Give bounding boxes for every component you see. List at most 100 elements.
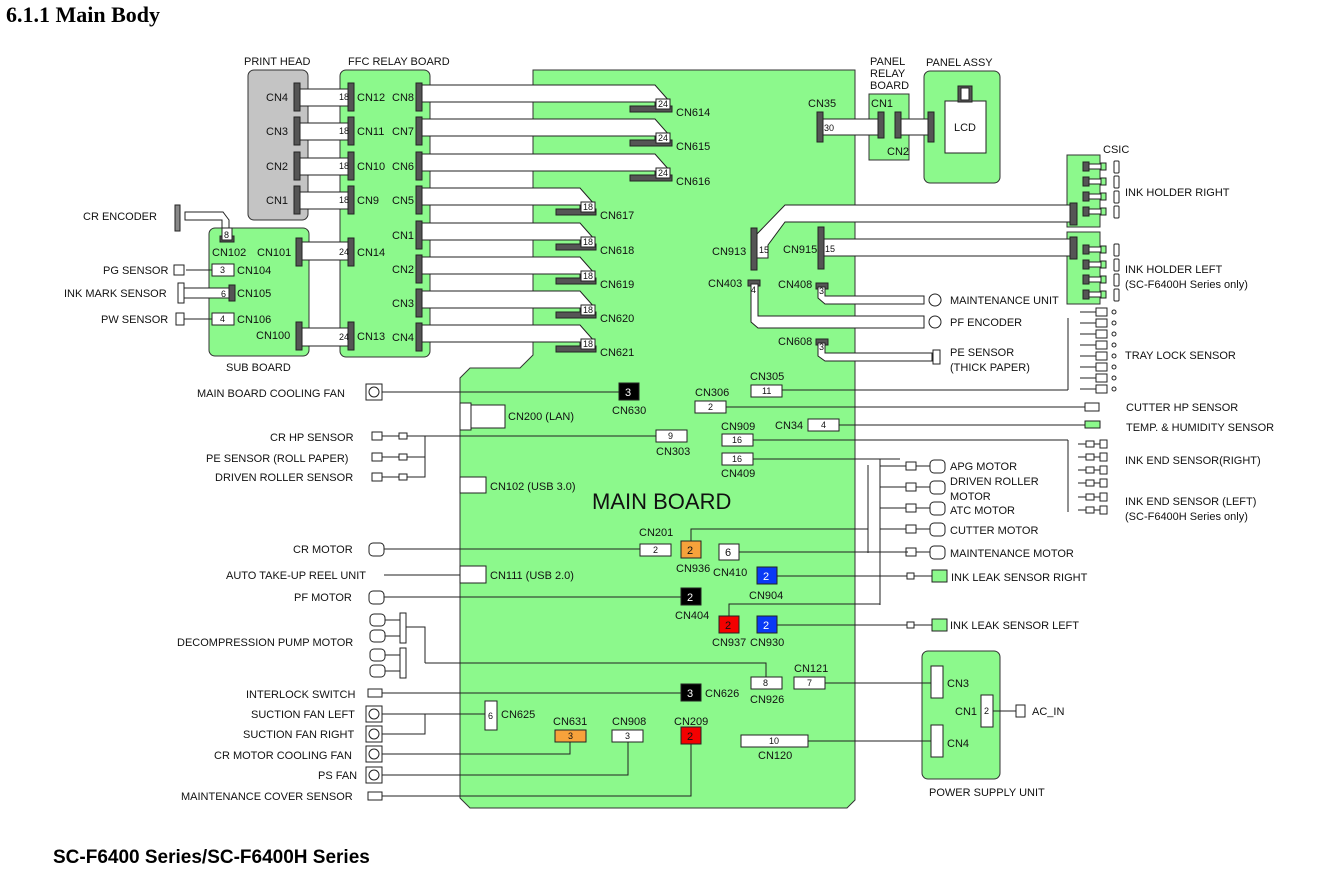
main-top-pins-box <box>655 132 671 144</box>
connector-panel-assy <box>927 111 935 143</box>
connector-print-head-cn2 <box>293 151 301 181</box>
print-head-connector-label: CN4 <box>266 92 288 104</box>
connector-cn105 <box>228 284 236 302</box>
panel-relay-label-1: PANEL <box>870 56 905 68</box>
ink-cartridge-icon <box>1113 205 1120 219</box>
cn625-label: CN625 <box>501 709 535 721</box>
pf-encoder-label: PF ENCODER <box>950 317 1022 329</box>
main-top-connector-pins: 18 <box>583 339 593 349</box>
driven-roller-motor-label-1: DRIVEN ROLLER <box>950 476 1039 488</box>
cn121-pins: 7 <box>807 678 812 688</box>
ink-cartridge-icon <box>1113 258 1120 272</box>
cn209-label: CN209 <box>674 716 708 728</box>
cn936-label: CN936 <box>676 563 710 575</box>
pw-sensor-label: PW SENSOR <box>101 314 168 326</box>
cn104-pins: 3 <box>220 265 225 275</box>
cable-ffc-cn1 <box>419 222 596 244</box>
cn102-usb3-port <box>459 476 487 494</box>
cn608-pins: 3 <box>819 342 824 352</box>
csic-cable <box>1088 163 1102 170</box>
cn909-label: CN909 <box>721 421 755 433</box>
connector-ffc-right-cn7 <box>415 116 423 146</box>
cn201-label: CN201 <box>639 527 673 539</box>
ink-mark-sensor-icon <box>177 282 185 304</box>
suction-fan-right-label: SUCTION FAN RIGHT <box>243 729 355 741</box>
cn913-pins: 15 <box>759 245 769 255</box>
cable-ffc-cn4 <box>419 324 596 346</box>
motor-icons <box>880 459 946 560</box>
ffc-connector-pins: 18 <box>339 126 349 136</box>
cn626-pins: 3 <box>687 688 693 700</box>
pe-sensor-thick-icon <box>932 349 941 365</box>
ffc-right-connector-label: CN1 <box>392 230 414 242</box>
ink-end-sensor-icon <box>1099 505 1108 515</box>
cn926-label: CN926 <box>750 694 784 706</box>
model-footer: SC-F6400 Series/SC-F6400H Series <box>53 847 370 868</box>
tray-lock-connector <box>1095 318 1108 328</box>
connector-print-head-cn3 <box>293 116 301 146</box>
cn201-box <box>639 543 672 557</box>
ink-holder-contact <box>1100 245 1107 254</box>
main-top-pins-box <box>580 201 596 213</box>
connector-cn913 <box>750 227 758 271</box>
cn937-label: CN937 <box>712 637 746 649</box>
connector-cn614 <box>629 105 673 113</box>
cn303-pins: 9 <box>668 431 673 441</box>
ink-holder-contact <box>1100 192 1107 201</box>
maintenance-unit-icon <box>928 293 942 307</box>
tray-lock-sensor-icon <box>1111 331 1117 337</box>
cn904-label: CN904 <box>749 590 783 602</box>
ink-holder-left-note: (SC-F6400H Series only) <box>1125 279 1248 291</box>
cn120-pins: 10 <box>769 736 779 746</box>
maintenance-unit-label: MAINTENANCE UNIT <box>950 295 1059 307</box>
cn410-label: CN410 <box>713 567 747 579</box>
wire-cn937 <box>728 603 880 616</box>
tray-lock-connector <box>1095 329 1108 339</box>
ink-cartridge-icon <box>1113 175 1120 189</box>
suction-fan-left-label: SUCTION FAN LEFT <box>251 709 355 721</box>
pump-motor-icon <box>369 629 386 643</box>
cn305-box <box>750 384 783 398</box>
motor-icon <box>929 459 946 474</box>
ink-holder-contact <box>1100 162 1107 171</box>
sensor-plug <box>398 432 408 440</box>
ink-holder-contact <box>1100 260 1107 269</box>
interlock-switch-label: INTERLOCK SWITCH <box>246 689 355 701</box>
cutter-motor-label: CUTTER MOTOR <box>950 525 1038 537</box>
tray-lock-connector <box>1095 307 1108 317</box>
wire-suction-right <box>382 714 426 735</box>
main-top-connector-label: CN617 <box>600 210 634 222</box>
tray-lock-sensor-icon <box>1111 364 1117 370</box>
cn404-label: CN404 <box>675 610 709 622</box>
cr-motor-cooling-fan-label: CR MOTOR COOLING FAN <box>214 750 352 762</box>
ink-holder-contact <box>1100 177 1107 186</box>
ffc-right-connector-label: CN8 <box>392 92 414 104</box>
cn409-label: CN409 <box>721 468 755 480</box>
csic-connector <box>1082 206 1090 217</box>
cn121-label: CN121 <box>794 663 828 675</box>
main-top-connector-label: CN616 <box>676 176 710 188</box>
cn102-sub-pins: 8 <box>224 230 229 240</box>
cable-pe-thick <box>817 342 933 362</box>
tray-lock-sensor-icon <box>1111 320 1117 326</box>
cutter-hp-sensor-label: CUTTER HP SENSOR <box>1126 402 1238 414</box>
pump-motor-icon <box>369 664 386 678</box>
main-top-pins-box <box>655 167 671 179</box>
cr-motor-icon <box>368 542 385 557</box>
cable-maintenance-unit <box>817 286 925 305</box>
pf-motor-icon <box>368 590 385 605</box>
main-top-connector-pins: 18 <box>583 271 593 281</box>
ink-end-sensor-icon <box>1099 452 1108 462</box>
auto-take-up-label: AUTO TAKE-UP REEL UNIT <box>226 570 366 582</box>
cn608-label: CN608 <box>778 336 812 348</box>
ink-end-sensor-icons <box>1067 439 1108 515</box>
print-head-connector-label: CN1 <box>266 195 288 207</box>
motor-plug <box>905 461 917 471</box>
cn111-label: CN111 (USB 2.0) <box>490 570 574 582</box>
cn930-pins: 2 <box>763 620 769 632</box>
cn102-usb3-label: CN102 (USB 3.0) <box>490 481 576 493</box>
cn915-label: CN915 <box>783 244 817 256</box>
driven-roller-motor-label-2: MOTOR <box>950 491 991 503</box>
connector-print-head-cn4 <box>293 82 301 112</box>
ink-cartridge-icon <box>1113 243 1120 257</box>
